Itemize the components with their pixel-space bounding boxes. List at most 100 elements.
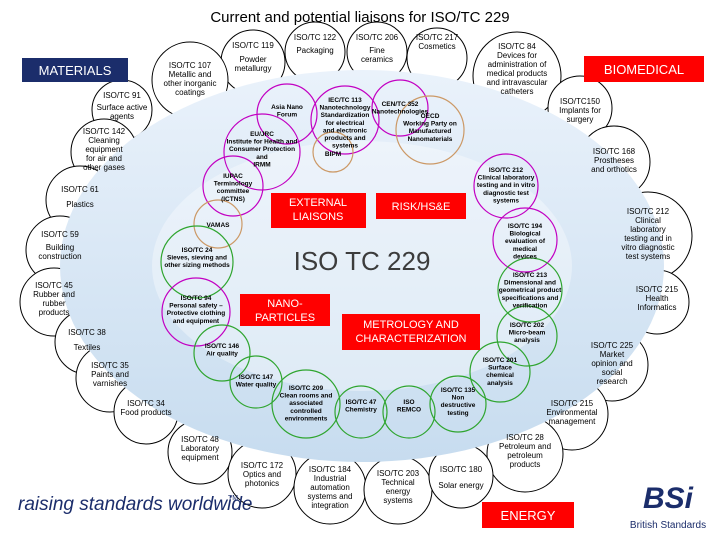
- node-label-line: analysis: [487, 380, 513, 387]
- node-label-line: and equipment: [173, 318, 220, 325]
- node-label-line: environments: [285, 415, 328, 422]
- node-label-line: Laboratory: [181, 444, 219, 453]
- node-label-line: rubber: [42, 299, 65, 308]
- bsi-logo: BSi British Standards: [626, 476, 710, 531]
- node-label-line: ISO/TC 122: [294, 33, 337, 42]
- node-label-line: Working Party on: [403, 121, 457, 128]
- node-label-line: ISO/TC 184: [309, 465, 352, 474]
- biomedical-label: BIOMEDICAL: [604, 62, 684, 77]
- metrology-box: [342, 314, 480, 350]
- node-label-line: ISO/TC 24: [182, 247, 213, 254]
- node-label-tc91: ISO/TC 91: [103, 91, 141, 100]
- bsi-logo-bg: [626, 476, 710, 514]
- node-label-line: products and: [324, 135, 365, 142]
- node-label-line: systems: [332, 143, 358, 150]
- node-label-solar: Solar energy: [438, 481, 483, 490]
- node-label-line: ISO/TC 38: [68, 328, 106, 337]
- node-circle-tc47: [334, 385, 388, 439]
- node-label-line: equipment: [85, 145, 123, 154]
- node-label-line: Forum: [277, 112, 297, 119]
- node-label-plastics: Plastics: [66, 200, 94, 209]
- node-circle-eujrc: [223, 113, 301, 191]
- node-label-line: evaluation of: [505, 238, 546, 245]
- node-label-line: and orthotics: [591, 165, 637, 174]
- node-label-line: ceramics: [361, 55, 393, 64]
- node-label-line: ISO/TC 48: [181, 435, 219, 444]
- node-label-line: Asia Nano: [271, 104, 303, 111]
- node-label-tc119: ISO/TC 119: [232, 41, 274, 50]
- node-label-line: Metallic and: [169, 70, 212, 79]
- node-label-line: IUPAC: [223, 173, 243, 180]
- node-label-line: and electronic: [323, 127, 367, 134]
- node-label-line: ISO/TC 84: [498, 42, 536, 51]
- node-label-line: Non: [452, 395, 465, 402]
- risk-box: [376, 193, 466, 219]
- node-label-line: other gases: [83, 163, 125, 172]
- node-circle-tc201: [469, 341, 531, 403]
- node-label-line: ISO/TC 213: [513, 272, 548, 279]
- node-label-line: and: [256, 154, 268, 161]
- node-label-line: Building: [46, 243, 74, 252]
- node-circle-tc135: [429, 375, 487, 433]
- node-label-line: medical: [513, 246, 537, 253]
- node-label-line: ISO/TC 94: [181, 295, 212, 302]
- node-label-line: photonics: [245, 479, 279, 488]
- metrology-line2: CHARACTERIZATION: [355, 333, 466, 345]
- node-label-line: administration of: [488, 60, 547, 69]
- node-label-line: social: [602, 368, 623, 377]
- energy-label: ENERGY: [501, 508, 556, 523]
- node-label-line: ISO/TC 212: [627, 207, 670, 216]
- node-label-line: other sizing methods: [164, 262, 230, 269]
- node-label-line: Informatics: [637, 303, 676, 312]
- materials-box: [22, 58, 128, 82]
- node-label-line: Personal safety –: [169, 303, 223, 310]
- node-label-line: OECD: [421, 113, 440, 120]
- node-circle-tc212c: [473, 153, 539, 219]
- energy-box: [482, 502, 574, 528]
- node-label-line: ISO/TC 59: [41, 230, 79, 239]
- node-label-line: ISO/TC 107: [169, 61, 212, 70]
- node-label-tc59: ISO/TC 59: [41, 230, 79, 239]
- node-label-line: Water quality: [236, 382, 277, 389]
- node-circle-tc94: [161, 277, 231, 347]
- node-label-tc206: ISO/TC 206: [356, 33, 399, 42]
- node-label-line: Manufactured: [409, 128, 452, 135]
- node-label-line: ISO/TC 225: [591, 341, 634, 350]
- node-label-line: chemical: [486, 372, 514, 379]
- node-label-line: management: [549, 417, 596, 426]
- node-label-line: ISO/TC 206: [356, 33, 399, 42]
- node-label-line: ISO/TC 201: [483, 357, 518, 364]
- node-label-line: Health: [645, 294, 668, 303]
- node-label-packaging: Packaging: [296, 46, 333, 55]
- node-label-line: ISO/TC 28: [506, 433, 544, 442]
- node-label-line: Food products: [120, 408, 171, 417]
- node-label-line: BIPM: [325, 151, 341, 158]
- node-circle-bipm: [312, 131, 354, 173]
- node-label-line: ISO/TC 215: [636, 285, 679, 294]
- node-circle-tc146: [193, 324, 251, 382]
- node-label-line: Clinical: [635, 216, 661, 225]
- node-label-line: research: [596, 377, 627, 386]
- node-label-line: Chemistry: [345, 407, 377, 414]
- node-label-line: laboratory: [630, 225, 666, 234]
- node-label-line: IRMM: [253, 161, 270, 168]
- node-label-line: Cosmetics: [418, 42, 455, 51]
